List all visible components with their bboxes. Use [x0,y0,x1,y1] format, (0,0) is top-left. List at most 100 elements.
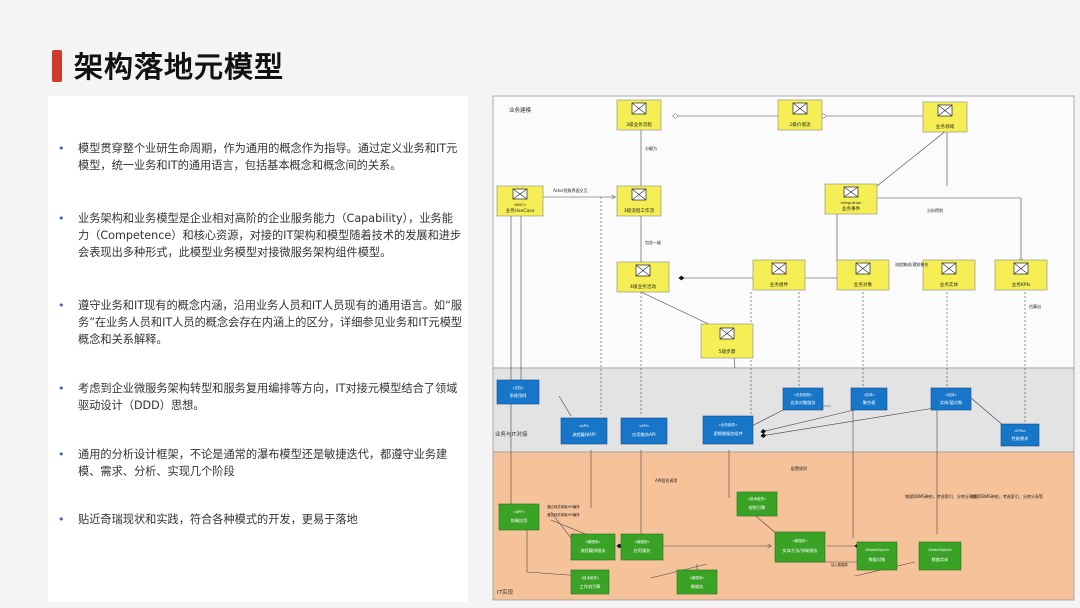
svg-text:业务领域: 业务领域 [936,123,955,130]
node-biz-event: Integration 业务事件 [824,183,878,215]
svg-text:数据对象: 数据对象 [869,556,886,563]
node-data-entity: «DataObject» 数据实体 [918,541,962,571]
label-config: 配置规则 [791,465,807,471]
label-measure: 估算出 [1029,303,1041,309]
node-biz-domain: 业务领域 [922,101,968,133]
svg-text:«微服务»: «微服务» [634,539,649,544]
svg-text:逻辑微服务组件: 逻辑微服务组件 [713,430,742,437]
label-decompose: 分解为 [645,145,657,151]
bullet-dot-icon: • [58,299,65,312]
svg-text:业务组件: 业务组件 [770,281,789,288]
svg-text:业务实体: 业务实体 [940,281,959,288]
bullet-text: 贴近奇瑞现状和实践，符合各种模式的开发，更易于落地 [78,513,358,526]
svg-text:«KPIs»: «KPIs» [1014,429,1026,433]
svg-text:应用服务: 应用服务 [634,547,652,554]
svg-text:«APP»: «APP» [513,510,524,514]
svg-text:业务UseCase: 业务UseCase [505,207,534,214]
bullet-text: 业务架构和业务模型是企业相对高阶的企业服务能力（Capability），业务能力… [78,212,462,259]
svg-text:«DataObject»: «DataObject» [928,548,953,552]
svg-text:3级流程工作流: 3级流程工作流 [624,207,655,214]
node-frontend-app: «APP» 前端应用 [498,503,540,531]
node-api-app: «API» 应用服务API [620,417,668,445]
node-l5-step: 5级步骤 [700,323,754,359]
node-value-object: «实体» 实体/值对象 [930,387,972,411]
label-analysis: 分析得到 [927,207,943,213]
label-integrate: 流程集成/通知聚合 [895,261,928,267]
node-domain-service: «微服务» 实体方法/领域服务 [774,531,826,563]
node-biz-entity: 业务实体 [922,259,976,291]
node-biz-object: 业务对象 [836,259,890,291]
svg-text:数据实体: 数据实体 [932,556,950,563]
svg-text:性能需求: 性能需求 [1012,435,1030,442]
svg-text:实体方法/领域服务: 实体方法/领域服务 [783,547,819,554]
node-process-service: «微服务» 流程编排服务 [570,533,616,561]
node-doc: «文档» 系统用例 [496,379,540,405]
node-data-object: «DataObject» 数据对象 [856,541,898,571]
svg-text:«API»: «API» [639,424,649,428]
svg-text:4级业务活动: 4级业务活动 [630,283,656,290]
label-map1: 物理DBMS映射，考虑索引、分库分表等 [905,493,977,499]
label-join: 加入数据库 [831,562,849,567]
bullet-item: • 业务架构和业务模型是企业相对高阶的企业服务能力（Capability），业务… [58,210,463,261]
zone-bridge-label: 业务与IT对接 [495,430,528,438]
svg-text:规则引擎: 规则引擎 [749,504,766,511]
svg-text:微服务: 微服务 [691,583,704,590]
bullet-dot-icon: • [58,142,65,155]
page-title: 架构落地元模型 [74,50,285,84]
node-l3-process: 3级业务流程 [616,99,662,131]
svg-text:«BUC»: «BUC» [514,202,527,207]
label-api-call: API组合调用 [655,477,677,483]
svg-text:业务对象: 业务对象 [854,281,873,288]
svg-text:«微服务»: «微服务» [792,538,807,543]
svg-text:业务事件: 业务事件 [842,205,861,212]
svg-text:应用服务API: 应用服务API [632,431,655,438]
label-actor: Actor视角界面交互 [553,187,588,193]
bullet-dot-icon: • [58,513,65,526]
node-biz-component: 业务组件 [752,259,806,291]
bullet-text: 遵守业务和IT现有的概念内涵，沿用业务人员和IT人员现有的通用语言。如“服务”在… [78,299,463,346]
bullet-text: 通用的分析设计框架，不论是通常的瀑布模型还是敏捷迭代，都遵守业务建模、需求、分析… [78,448,448,478]
bullet-dot-icon: • [58,382,65,395]
svg-text:5级步骤: 5级步骤 [719,348,736,355]
label-call-api2: 通过网关调用API编排 [547,512,580,517]
bullet-item: • 模型贯穿整个业研生命周期，作为通用的概念作为指导。通过定义业务和IT元模型，… [58,140,463,174]
text-panel [48,96,468,602]
svg-text:业务KPIs: 业务KPIs [1012,281,1031,288]
node-l2-value-stream: 2级价值流 [777,99,823,131]
node-biz-kpi: 业务KPIs [994,259,1048,291]
svg-text:工作流引擎: 工作流引擎 [580,583,601,590]
svg-text:流程编排API: 流程编排API [572,431,595,438]
node-rule-engine: «技术组件» 规则引擎 [736,491,778,517]
svg-text:«业务组件»: «业务组件» [719,422,738,427]
metamodel-diagram: 业务建模 业务与IT对接 IT实现 [492,95,1075,601]
bullet-dot-icon: • [58,448,65,461]
svg-text:«技术组件»: «技术组件» [748,496,767,501]
title-accent-bar [52,50,62,82]
bullet-item: • 贴近奇瑞现状和实践，符合各种模式的开发，更易于落地 [58,511,463,528]
bullet-item: • 考虑到企业微服务架构转型和服务复用编排等方向，IT对接元模型结合了领域驱动设… [58,380,463,414]
node-biz-usecase: «BUC» 业务UseCase [496,185,544,217]
svg-text:«文档»: «文档» [512,385,524,390]
svg-text:«业务规则»: «业务规则» [794,392,813,397]
label-call-api1: 通过网关调用API编排 [547,504,580,509]
svg-text:«DataObject»: «DataObject» [865,548,890,552]
svg-text:系统用例: 系统用例 [510,392,527,399]
svg-text:流程编排服务: 流程编排服务 [580,547,606,554]
node-aggregate: «实体» 聚合根 [850,387,888,411]
bullet-dot-icon: • [58,212,65,225]
svg-text:«实体»: «实体» [945,392,957,397]
svg-text:«微服务»: «微服务» [585,539,600,544]
bullet-text: 模型贯穿整个业研生命周期，作为通用的概念作为指导。通过定义业务和IT元模型，统一… [78,142,458,172]
svg-text:2级价值流: 2级价值流 [789,121,811,128]
svg-text:«微服务»: «微服务» [689,575,704,580]
bullet-text: 考虑到企业微服务架构转型和服务复用编排等方向，IT对接元模型结合了领域驱动设计（… [78,382,458,412]
node-app-service: «微服务» 应用服务 [620,533,664,561]
node-logic-component: «业务组件» 逻辑微服务组件 [702,415,754,445]
bullet-item: • 通用的分析设计框架，不论是通常的瀑布模型还是敏捷迭代，都遵守业务建模、需求、… [58,446,463,480]
node-microservice: «微服务» 微服务 [676,569,718,595]
svg-text:实体/值对象: 实体/值对象 [940,399,962,406]
label-contains: 包含一级 [645,239,661,245]
node-api-process: «API» 流程编排API [560,417,608,445]
zone-business [492,95,1075,369]
label-map2: 物理DBMS映射，考虑索引、分库分表等 [971,493,1043,499]
